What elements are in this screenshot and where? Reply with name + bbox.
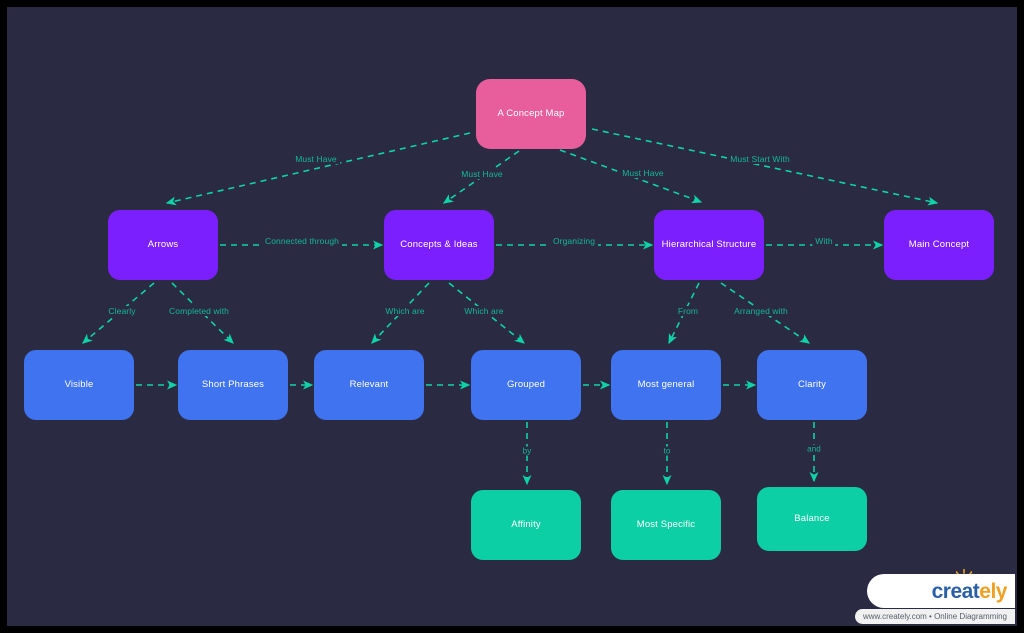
- node-visible[interactable]: Visible: [24, 350, 134, 420]
- edge-concepts-relevant: [371, 282, 430, 344]
- node-most-general[interactable]: Most general: [611, 350, 721, 420]
- edge-label-which-are-grouped: Which are: [461, 306, 507, 316]
- edge-label-which-are-relevant: Which are: [382, 306, 428, 316]
- edge-label-clearly: Clearly: [105, 306, 139, 316]
- edge-label-arranged-with: Arranged with: [731, 306, 791, 316]
- edge-label-must-have-concepts: Must Have: [458, 169, 506, 179]
- node-balance[interactable]: Balance: [757, 487, 867, 551]
- edge-label-must-have-hierarchical: Must Have: [619, 168, 667, 178]
- node-label: Affinity: [511, 519, 541, 531]
- node-main-concept[interactable]: Main Concept: [884, 210, 994, 280]
- node-concept-map[interactable]: A Concept Map: [476, 79, 586, 149]
- node-label: Most Specific: [636, 519, 696, 531]
- node-label: Grouped: [506, 379, 546, 391]
- node-label: Clarity: [798, 379, 826, 391]
- node-most-specific[interactable]: Most Specific: [611, 490, 721, 560]
- node-label: Short Phrases: [201, 379, 265, 391]
- node-relevant[interactable]: Relevant: [314, 350, 424, 420]
- edge-label-with: With: [812, 236, 836, 246]
- edge-layer: [82, 128, 939, 486]
- edge-label-must-have-arrows: Must Have: [292, 154, 340, 164]
- node-short-phrases[interactable]: Short Phrases: [178, 350, 288, 420]
- edge-label-from: From: [674, 306, 702, 316]
- edge-arrows-shortphrases: [171, 282, 234, 344]
- edge-label-organizing: Organizing: [549, 236, 599, 246]
- edge-label-by: by: [519, 446, 535, 456]
- node-label: Concepts & Ideas: [400, 239, 478, 251]
- edge-label-completed-with: Completed with: [166, 306, 232, 316]
- edge-concept-map-main: [591, 128, 939, 206]
- edge-label-to: to: [660, 446, 674, 456]
- node-clarity[interactable]: Clarity: [757, 350, 867, 420]
- diagram-canvas[interactable]: A Concept Map Arrows Concepts & Ideas Hi…: [7, 7, 1017, 626]
- node-label: Relevant: [349, 379, 389, 391]
- node-label: Visible: [64, 379, 94, 391]
- node-label: Most general: [637, 379, 695, 391]
- edge-concept-map-arrows: [165, 132, 471, 206]
- node-hierarchical-structure[interactable]: Hierarchical Structure: [654, 210, 764, 280]
- node-label: Hierarchical Structure: [661, 239, 757, 251]
- edge-label-connected-through: Connected through: [261, 236, 343, 246]
- node-label: Main Concept: [908, 239, 970, 251]
- node-concepts-ideas[interactable]: Concepts & Ideas: [384, 210, 494, 280]
- node-affinity[interactable]: Affinity: [471, 490, 581, 560]
- edge-paths: [82, 128, 939, 486]
- node-label: A Concept Map: [497, 108, 565, 120]
- edge-label-must-start-with: Must Start With: [727, 154, 793, 164]
- node-label: Balance: [794, 513, 830, 525]
- node-label: Arrows: [147, 239, 179, 251]
- edge-hier-clarity: [720, 282, 811, 344]
- node-grouped[interactable]: Grouped: [471, 350, 581, 420]
- edge-label-and: and: [804, 444, 824, 454]
- edge-concept-map-hier: [559, 149, 703, 204]
- node-arrows[interactable]: Arrows: [108, 210, 218, 280]
